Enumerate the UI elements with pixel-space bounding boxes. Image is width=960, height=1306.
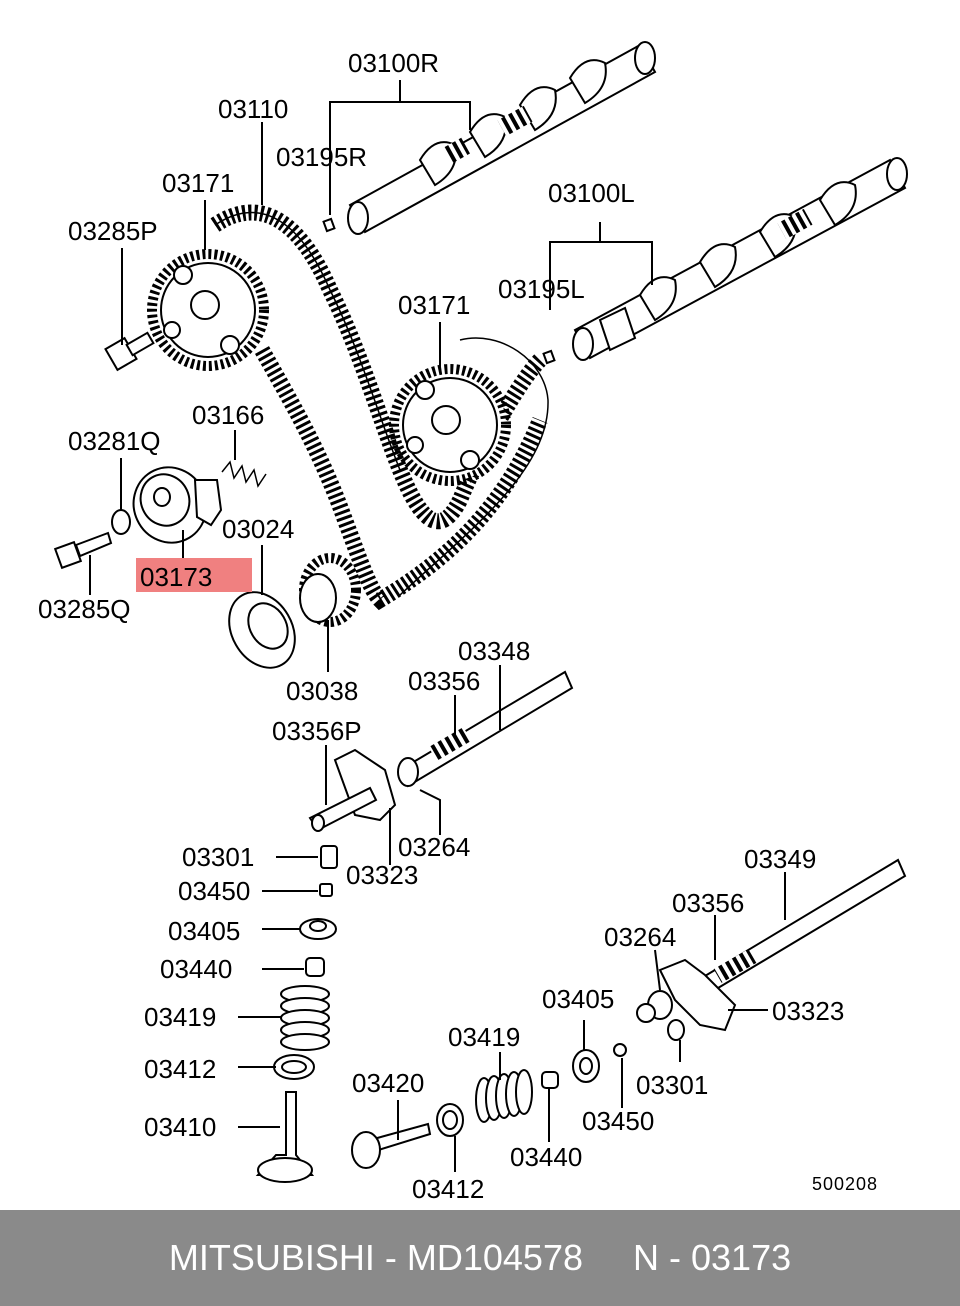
flange-03024 (228, 591, 296, 669)
label-03038: 03038 (286, 676, 358, 706)
label-03412-left: 03412 (144, 1054, 216, 1084)
label-03405-lower: 03405 (542, 984, 614, 1014)
label-03419-left: 03419 (144, 1002, 216, 1032)
label-03195R: 03195R (276, 142, 367, 172)
label-03356-lower: 03356 (672, 888, 744, 918)
label-03110: 03110 (218, 94, 288, 124)
label-03440-left: 03440 (160, 954, 232, 984)
rocker-shaft-upper (308, 670, 574, 832)
label-03173: 03173 (140, 562, 212, 592)
label-03171-upper: 03171 (162, 168, 234, 198)
label-03195L: 03195L (498, 274, 585, 304)
label-03440-lower: 03440 (510, 1142, 582, 1172)
spring-03166 (221, 460, 267, 488)
bolt-03285P (104, 331, 155, 372)
diagram-code: 500208 (812, 1174, 878, 1194)
label-03166: 03166 (192, 400, 264, 430)
label-03285Q: 03285Q (38, 594, 131, 624)
label-03171-lower: 03171 (398, 290, 470, 320)
label-03323-lower: 03323 (772, 996, 844, 1026)
label-03024: 03024 (222, 514, 294, 544)
cam-sprocket-upper (147, 249, 269, 371)
label-03285P: 03285P (68, 216, 158, 246)
crank-sprocket (299, 553, 361, 627)
rocker-shaft-lower (636, 858, 907, 1041)
footer-bar: MITSUBISHI - MD104578 N - 03173 (0, 1210, 960, 1306)
label-03301-lower: 03301 (636, 1070, 708, 1100)
label-03348: 03348 (458, 636, 530, 666)
bolt-03285Q (53, 531, 113, 570)
highlight-box (136, 558, 252, 592)
valve-stack-bottom (351, 1043, 627, 1169)
washer-03281Q (111, 509, 131, 535)
label-03281Q: 03281Q (68, 426, 161, 456)
camshaft-left (572, 157, 908, 361)
footer-part-number: MITSUBISHI - MD104578 N - 03173 (168, 1237, 792, 1278)
label-03450-lower: 03450 (582, 1106, 654, 1136)
label-03301-left: 03301 (182, 842, 254, 872)
label-03349: 03349 (744, 844, 816, 874)
label-03356-upper: 03356 (408, 666, 480, 696)
label-03410: 03410 (144, 1112, 216, 1142)
label-03323-upper: 03323 (346, 860, 418, 890)
valve-stack-left (255, 845, 338, 1183)
label-03412-lower: 03412 (412, 1174, 484, 1204)
label-03405-left: 03405 (168, 916, 240, 946)
label-03356P: 03356P (272, 716, 362, 746)
label-03419-lower: 03419 (448, 1022, 520, 1052)
label-03450-left: 03450 (178, 876, 250, 906)
camshaft-right (347, 41, 657, 235)
tensioner-pulley (132, 466, 223, 544)
parts-diagram: 03100R 03110 03195R 03171 03285P 03100L … (38, 41, 908, 1204)
label-03264-lower: 03264 (604, 922, 676, 952)
cam-sprocket-lower (389, 364, 511, 486)
label-03100R: 03100R (348, 48, 439, 78)
label-03100L: 03100L (548, 178, 635, 208)
label-03420: 03420 (352, 1068, 424, 1098)
label-03264-upper: 03264 (398, 832, 470, 862)
callout-labels: 03100R 03110 03195R 03171 03285P 03100L … (38, 48, 878, 1204)
